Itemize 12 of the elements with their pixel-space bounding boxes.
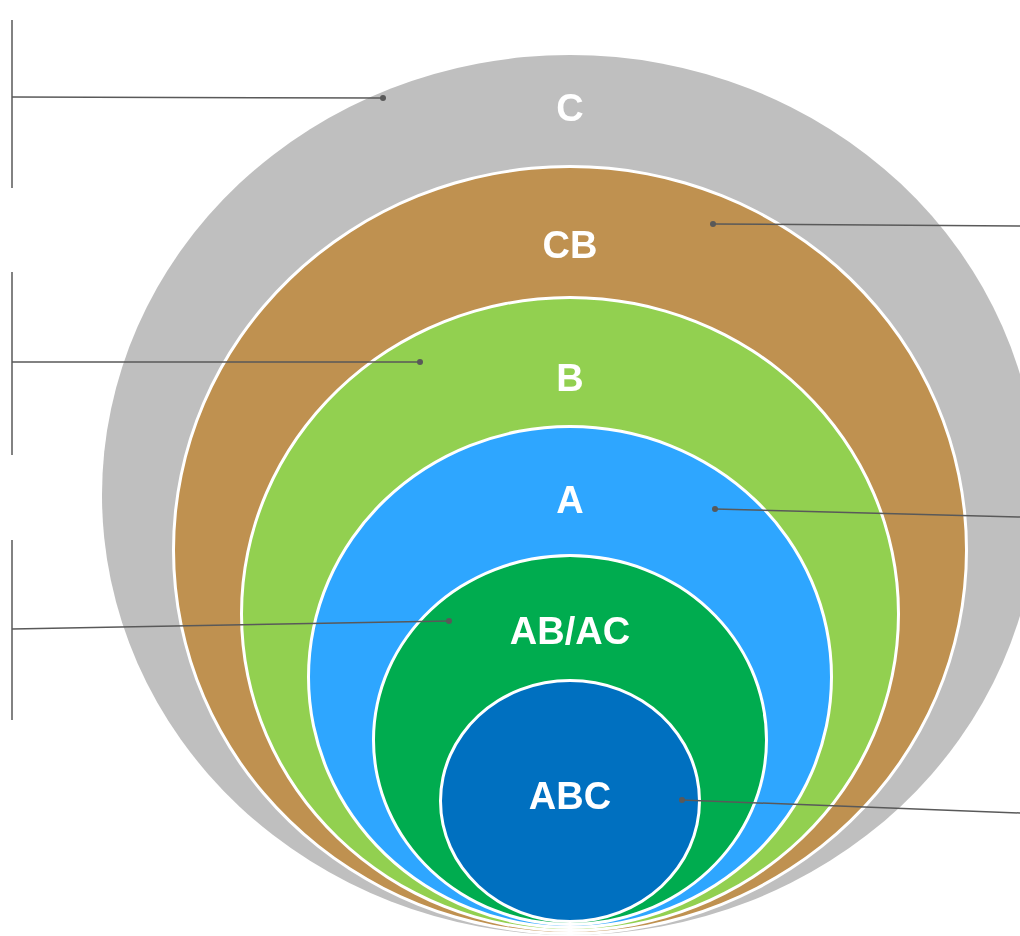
leader-line — [11, 359, 423, 365]
leader-line — [11, 618, 452, 630]
circle-label: A — [556, 478, 584, 522]
leader-line — [679, 797, 1020, 814]
circle-label: ABC — [528, 774, 612, 818]
circle-label: B — [556, 356, 584, 400]
leader-line — [712, 506, 1020, 518]
circle-label: C — [556, 86, 584, 130]
circle-label: AB/AC — [509, 609, 631, 653]
circle-label: CB — [542, 223, 598, 267]
leader-line — [11, 95, 386, 101]
leader-line — [710, 221, 1020, 227]
